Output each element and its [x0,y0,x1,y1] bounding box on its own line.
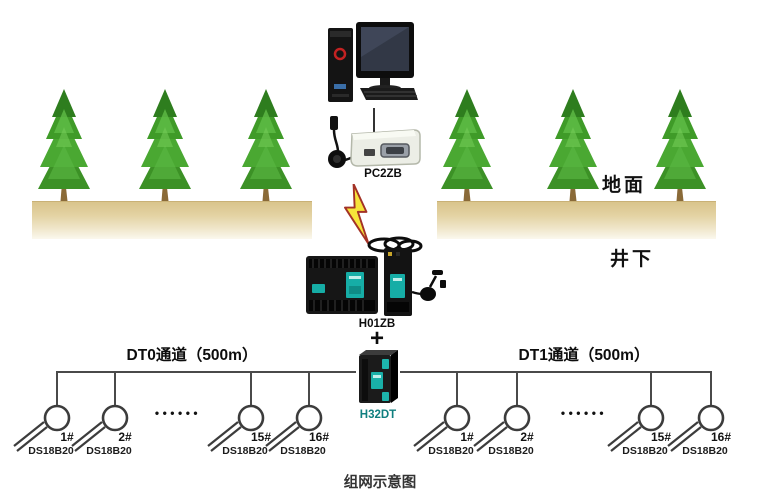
sensor-loop-icon [71,404,129,452]
dt0-bus-line [56,371,356,373]
sensor-ds18b20: 2# DS18B20 [473,402,549,460]
dt0-channel-label: DT0通道（500m） [126,347,258,364]
sensor-id: 1# [460,430,474,444]
sensor-ds18b20: 2# DS18B20 [71,402,147,460]
dt1-channel-label: DT1通道（500m） [518,347,650,364]
ground-strip-right [437,201,716,239]
ellipsis-dots: •••••• [154,406,202,420]
ellipsis-dots: •••••• [560,406,608,420]
sensor-id: 15# [250,430,272,444]
sensor-drop-line [56,371,58,406]
lightning-icon [344,184,370,244]
plus-sign: + [369,325,385,352]
sensor-id: 16# [308,430,330,444]
diagram-caption: 组网示意图 [343,475,417,491]
sensor-model: DS18B20 [28,445,74,457]
computer-icon [328,22,418,102]
dt1-bus-line [400,371,712,373]
sensor-id: 1# [60,430,74,444]
underground-label: 井下 [610,249,655,270]
sensor-ds18b20: 1# DS18B20 [13,402,89,460]
sensor-drop-line [710,371,712,406]
sensor-id: 15# [650,430,672,444]
h01zb-label: H01ZB [358,318,396,330]
sensor-model: DS18B20 [682,445,728,457]
tree-icon [652,87,708,205]
ground-label: 地面 [602,175,647,196]
sensor-model: DS18B20 [86,445,132,457]
pc2zb-label: PC2ZB [364,168,402,180]
sensor-id: 2# [520,430,534,444]
tree-icon [439,87,495,205]
sensor-model: DS18B20 [280,445,326,457]
sensor-id: 2# [118,430,132,444]
sensor-ds18b20: 16# DS18B20 [667,402,743,460]
sensor-loop-icon [473,404,531,452]
h32dt-label: H32DT [359,409,397,421]
tree-icon [545,87,601,205]
sensor-loop-icon [667,404,725,452]
sensor-model: DS18B20 [622,445,668,457]
pc-cable-line [373,108,375,140]
sensor-model: DS18B20 [222,445,268,457]
h32dt-device-icon [359,350,398,403]
tree-icon [137,87,193,205]
sensor-ds18b20: 16# DS18B20 [265,402,341,460]
sensor-ds18b20: 1# DS18B20 [413,402,489,460]
sensor-loop-icon [607,404,665,452]
sensor-id: 16# [710,430,732,444]
sensor-model: DS18B20 [428,445,474,457]
sensor-drop-line [250,371,252,406]
sensor-model: DS18B20 [488,445,534,457]
h01zb-device-icon [306,236,446,316]
sensor-loop-icon [13,404,71,452]
sensor-drop-line [114,371,116,406]
sensor-drop-line [516,371,518,406]
sensor-drop-line [650,371,652,406]
sensor-drop-line [456,371,458,406]
sensor-loop-icon [207,404,265,452]
pc2zb-device-icon [328,116,421,168]
sensor-ds18b20: 15# DS18B20 [607,402,683,460]
ground-strip-left [32,201,312,239]
sensor-loop-icon [265,404,323,452]
tree-icon [238,87,294,205]
tree-icon [36,87,92,205]
sensor-ds18b20: 15# DS18B20 [207,402,283,460]
sensor-loop-icon [413,404,471,452]
sensor-drop-line [308,371,310,406]
